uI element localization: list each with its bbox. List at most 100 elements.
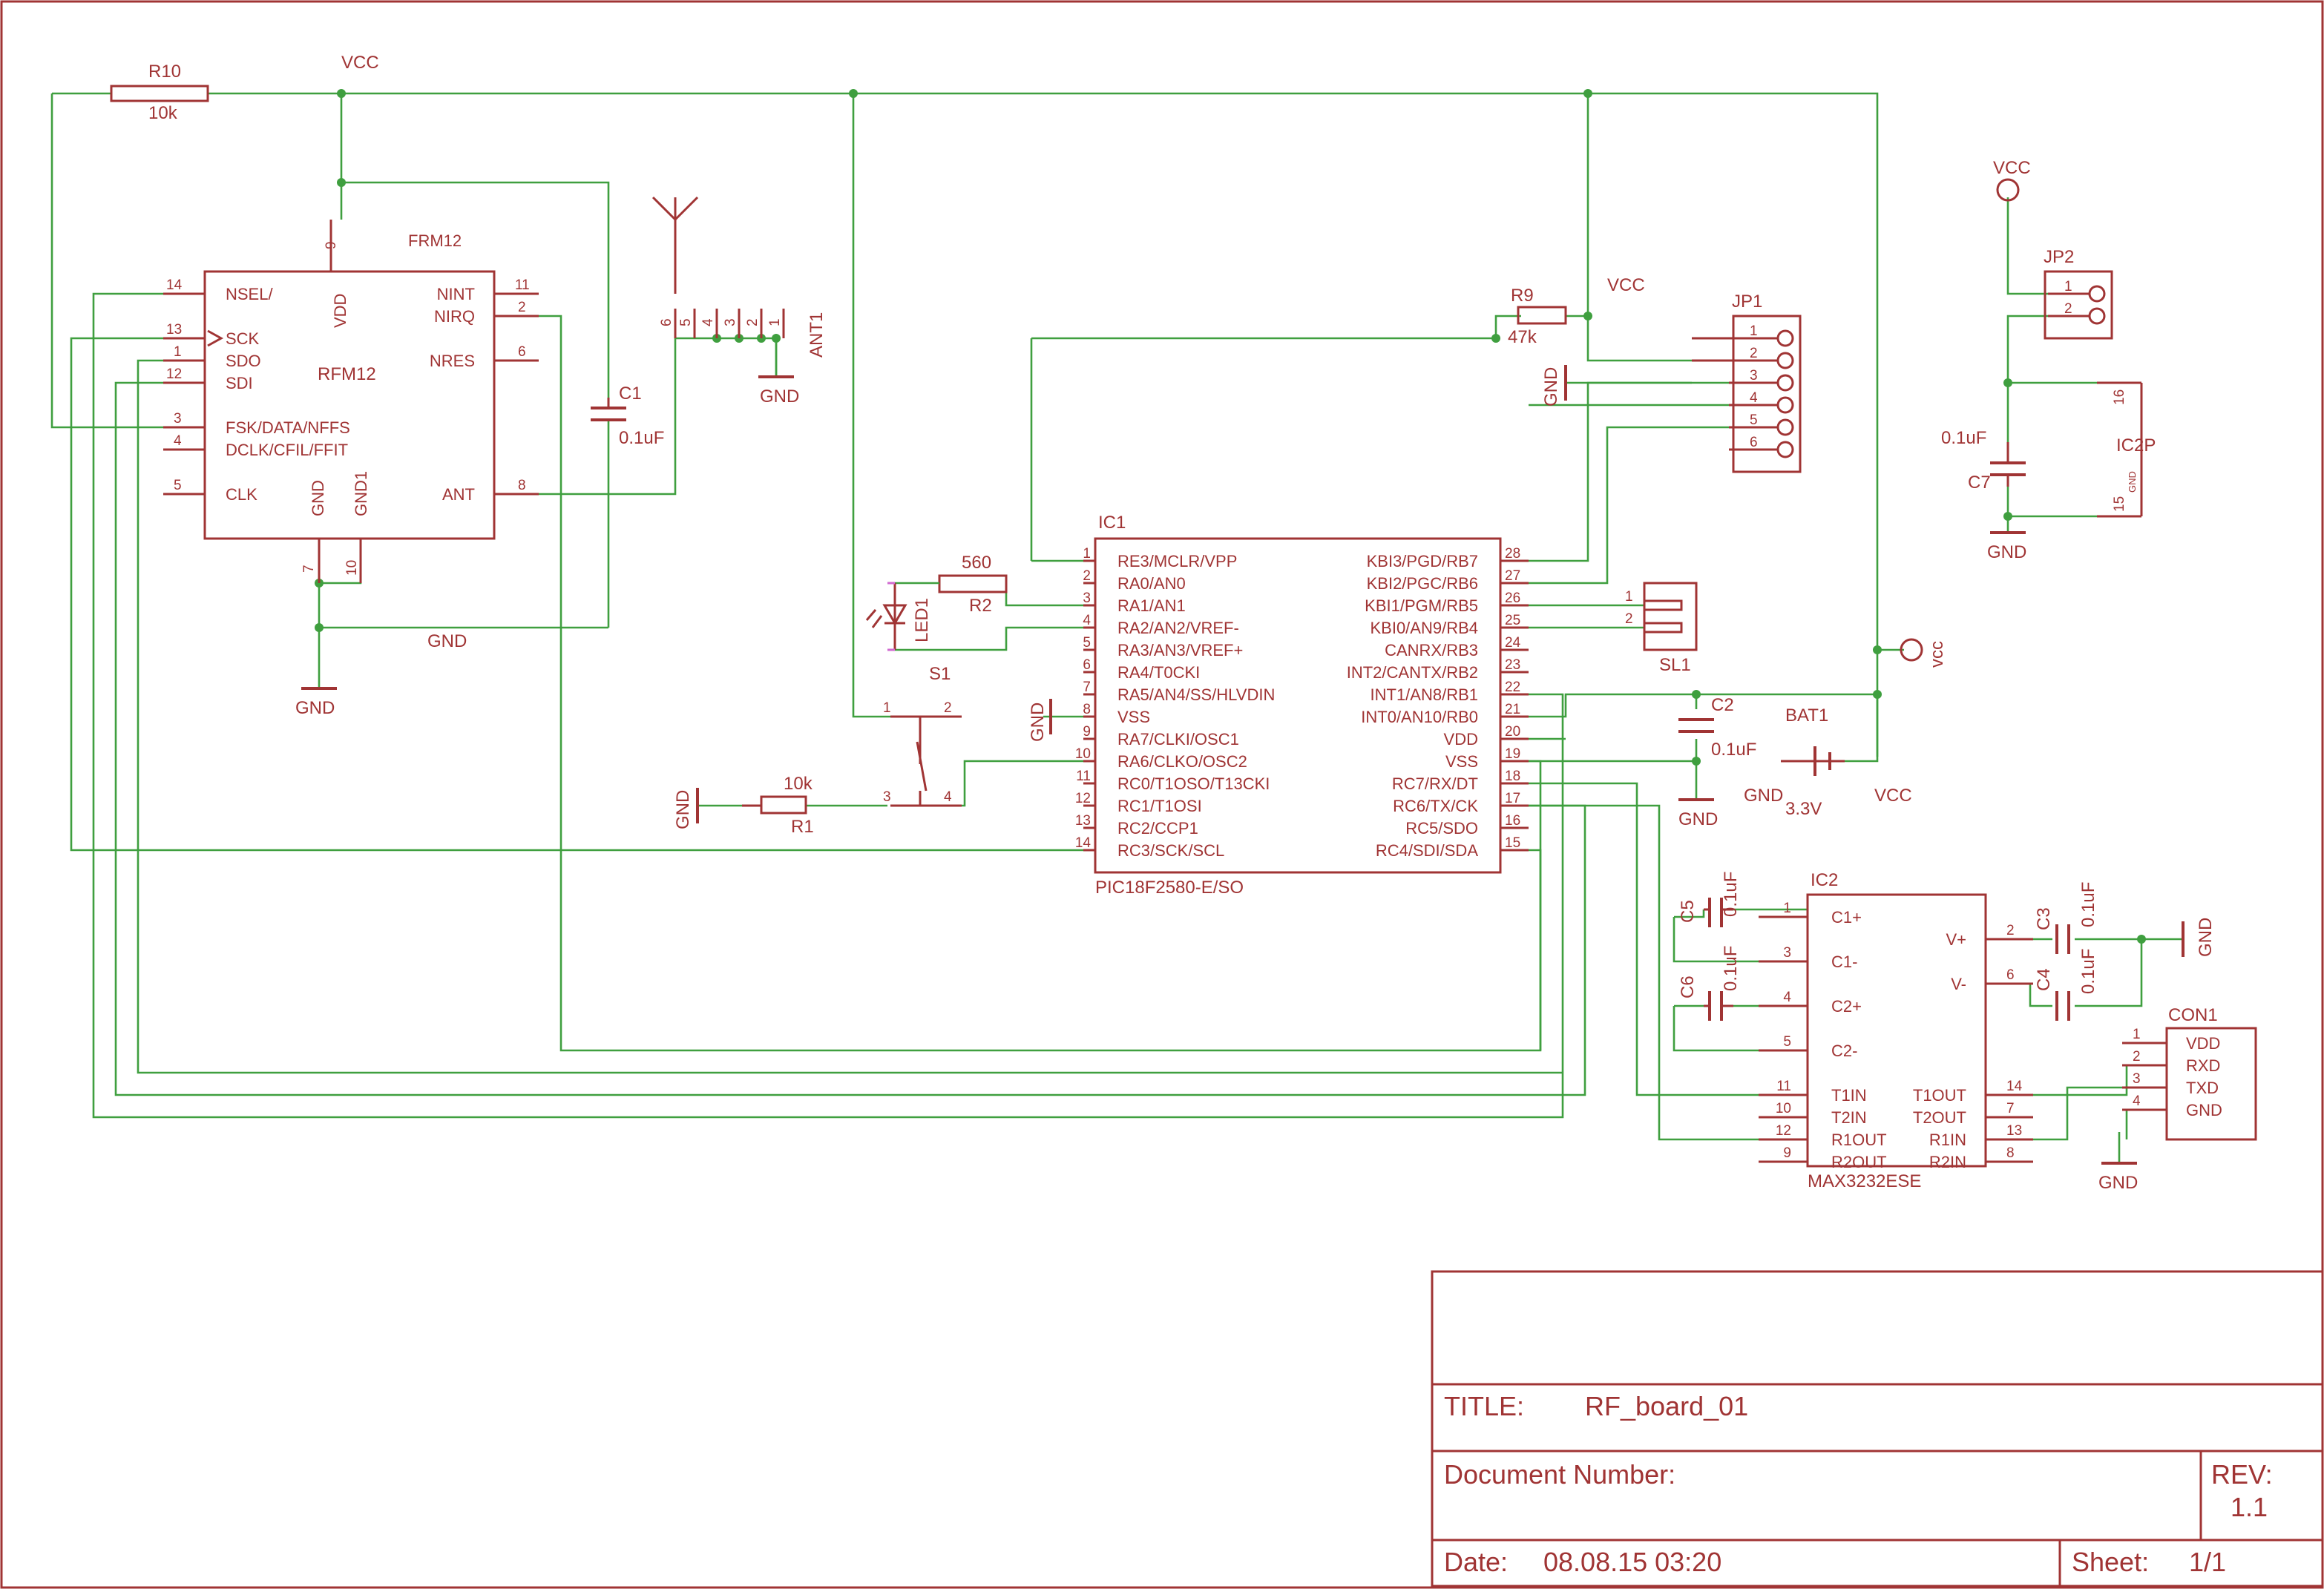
- ic2-pin-number: 13: [2006, 1123, 2022, 1139]
- svg-text:RXD: RXD: [2186, 1056, 2220, 1075]
- ic2-pin-number: 5: [1783, 1034, 1791, 1050]
- ic1-pin-name: KBI0/AN9/RB4: [1370, 619, 1478, 637]
- antenna-symbol: [651, 196, 699, 294]
- svg-text:VDD: VDD: [331, 294, 349, 328]
- sheet-value: 1/1: [2189, 1547, 2226, 1577]
- battery-bat1: BAT1 3.3V: [1781, 705, 1845, 819]
- rev-label: REV:: [2211, 1459, 2273, 1490]
- svg-text:4: 4: [2133, 1093, 2141, 1109]
- svg-text:15: 15: [2112, 496, 2127, 512]
- svg-text:GND: GND: [1028, 703, 1048, 742]
- ic1-pin-name: INT1/AN8/RB1: [1371, 685, 1479, 704]
- svg-text:C6: C6: [1678, 976, 1698, 999]
- ic1-pin-number: 8: [1083, 702, 1091, 717]
- svg-text:NIRQ: NIRQ: [434, 307, 475, 326]
- svg-text:C7: C7: [1968, 473, 1991, 493]
- header-jp2: JP2 1 2: [2044, 247, 2113, 340]
- svg-text:GND1: GND1: [352, 471, 370, 516]
- svg-text:SDI: SDI: [226, 374, 253, 392]
- ic1-pin-name: INT0/AN10/RB0: [1361, 708, 1478, 726]
- ic1-pin-name: VSS: [1445, 752, 1478, 771]
- svg-text:SCK: SCK: [226, 329, 260, 348]
- capacitor-c6: C6 0.1uF: [1678, 946, 1741, 1021]
- ic1-pin-number: 11: [1076, 769, 1091, 784]
- svg-text:5: 5: [1750, 412, 1758, 428]
- svg-text:SL1: SL1: [1659, 655, 1691, 675]
- ic2-pin-number: 2: [2006, 923, 2015, 938]
- svg-text:GND: GND: [295, 698, 335, 718]
- resistor-r9: R9 47k: [1508, 286, 1567, 347]
- svg-text:3: 3: [2133, 1071, 2141, 1087]
- ic2-pin-number: 1: [1783, 901, 1791, 916]
- svg-text:vcc: vcc: [1927, 641, 1947, 668]
- svg-text:0.1uF: 0.1uF: [1721, 872, 1741, 917]
- ic2-pin-name: C2-: [1831, 1042, 1857, 1060]
- switch-s1: S1 1 2 3 4: [883, 664, 962, 807]
- svg-text:JP1: JP1: [1732, 292, 1762, 312]
- ic1-pin-name: KBI2/PGC/RB6: [1367, 574, 1478, 593]
- ic1-pin-number: 20: [1505, 724, 1520, 740]
- capacitor-c1: C1 0.1uF: [591, 384, 664, 448]
- svg-text:13: 13: [166, 322, 182, 338]
- ic2-pin-name: V+: [1946, 930, 1966, 949]
- svg-text:4: 4: [1750, 390, 1758, 406]
- svg-text:2: 2: [518, 300, 526, 315]
- svg-text:C2: C2: [1711, 695, 1734, 715]
- ic2-pin-number: 7: [2006, 1101, 2015, 1116]
- ic2-pin-number: 8: [2006, 1145, 2015, 1161]
- ic2-pin-number: 9: [1783, 1145, 1791, 1161]
- ic1-pin-name: KBI1/PGM/RB5: [1365, 596, 1478, 615]
- svg-text:4: 4: [174, 433, 182, 449]
- ic1-pin-name: RA4/T0CKI: [1117, 663, 1200, 682]
- svg-text:4: 4: [700, 318, 716, 326]
- gnd-symbol-c2: GND: [1678, 798, 1718, 829]
- ic1-pin-name: RA2/AN2/VREF-: [1117, 619, 1239, 637]
- ic1-pin-number: 4: [1083, 613, 1091, 628]
- svg-text:CLK: CLK: [226, 485, 257, 504]
- svg-text:GND: GND: [309, 480, 327, 516]
- svg-text:1: 1: [174, 344, 182, 360]
- ic1-pin-name: RC7/RX/DT: [1392, 774, 1478, 793]
- ic-ic2p: 16 15 GND IC2P: [2097, 381, 2156, 518]
- svg-text:0.1uF: 0.1uF: [2078, 882, 2098, 927]
- svg-text:8: 8: [518, 478, 526, 493]
- ic1-pin-name: RA6/CLKO/OSC2: [1117, 752, 1247, 771]
- ic1-pin-number: 16: [1505, 813, 1520, 829]
- svg-text:0.1uF: 0.1uF: [2078, 949, 2098, 994]
- svg-text:9: 9: [324, 241, 339, 249]
- ic1-pin-number: 12: [1075, 791, 1091, 806]
- ic1-pin-name: RC2/CCP1: [1117, 819, 1198, 838]
- svg-text:LED1: LED1: [912, 598, 932, 642]
- svg-text:7: 7: [301, 565, 317, 573]
- ic1-pin-name: RA5/AN4/SS/HLVDIN: [1117, 685, 1275, 704]
- header-ant1: 6 5 4 3 2 1 ANT1: [659, 309, 827, 358]
- ic-pic18f2580: IC1 PIC18F2580-E/SO: [1094, 513, 1502, 898]
- svg-text:2: 2: [1625, 611, 1633, 627]
- svg-text:4: 4: [944, 789, 952, 805]
- gnd-symbol-ic1: GND: [1028, 699, 1052, 742]
- svg-text:R10: R10: [148, 62, 181, 82]
- svg-text:1: 1: [1750, 323, 1758, 339]
- svg-text:0.1uF: 0.1uF: [619, 428, 664, 448]
- ic1-pin-name: CANRX/RB3: [1385, 641, 1478, 659]
- ic1-pin-number: 22: [1505, 680, 1520, 695]
- svg-text:1: 1: [2133, 1027, 2141, 1042]
- ic1-pin-number: 17: [1505, 791, 1520, 806]
- svg-text:CON1: CON1: [2168, 1005, 2218, 1025]
- svg-text:GND: GND: [1541, 367, 1561, 407]
- wires: [50, 92, 2182, 1162]
- ic1-pin-number: 1: [1083, 546, 1091, 562]
- ic1-pin-number: 2: [1083, 568, 1091, 584]
- ic1-pin-number: 21: [1505, 702, 1520, 717]
- ic2-pin-number: 10: [1776, 1101, 1791, 1116]
- svg-text:10k: 10k: [784, 774, 813, 794]
- ic1-pin-name: VDD: [1444, 730, 1478, 749]
- gnd-symbol-c7: GND: [1987, 531, 2026, 562]
- svg-text:10k: 10k: [148, 103, 178, 123]
- ic2-pin-name: C2+: [1831, 997, 1862, 1016]
- vcc-label-top: VCC: [341, 53, 379, 73]
- svg-text:3: 3: [883, 789, 891, 805]
